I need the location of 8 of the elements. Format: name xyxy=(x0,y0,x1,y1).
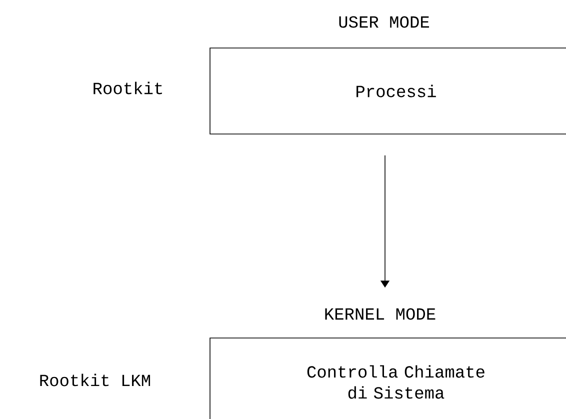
box-text: Controlla Chiamate di Sistema xyxy=(307,365,484,399)
process-box xyxy=(210,48,566,134)
box-text: Processi xyxy=(356,84,436,98)
mode-heading: USER MODE xyxy=(339,16,429,28)
side-label: Rootkit xyxy=(94,82,162,94)
mode-heading: KERNEL MODE xyxy=(325,308,436,320)
process-box xyxy=(210,338,566,419)
side-label: Rootkit LKM xyxy=(40,374,150,386)
